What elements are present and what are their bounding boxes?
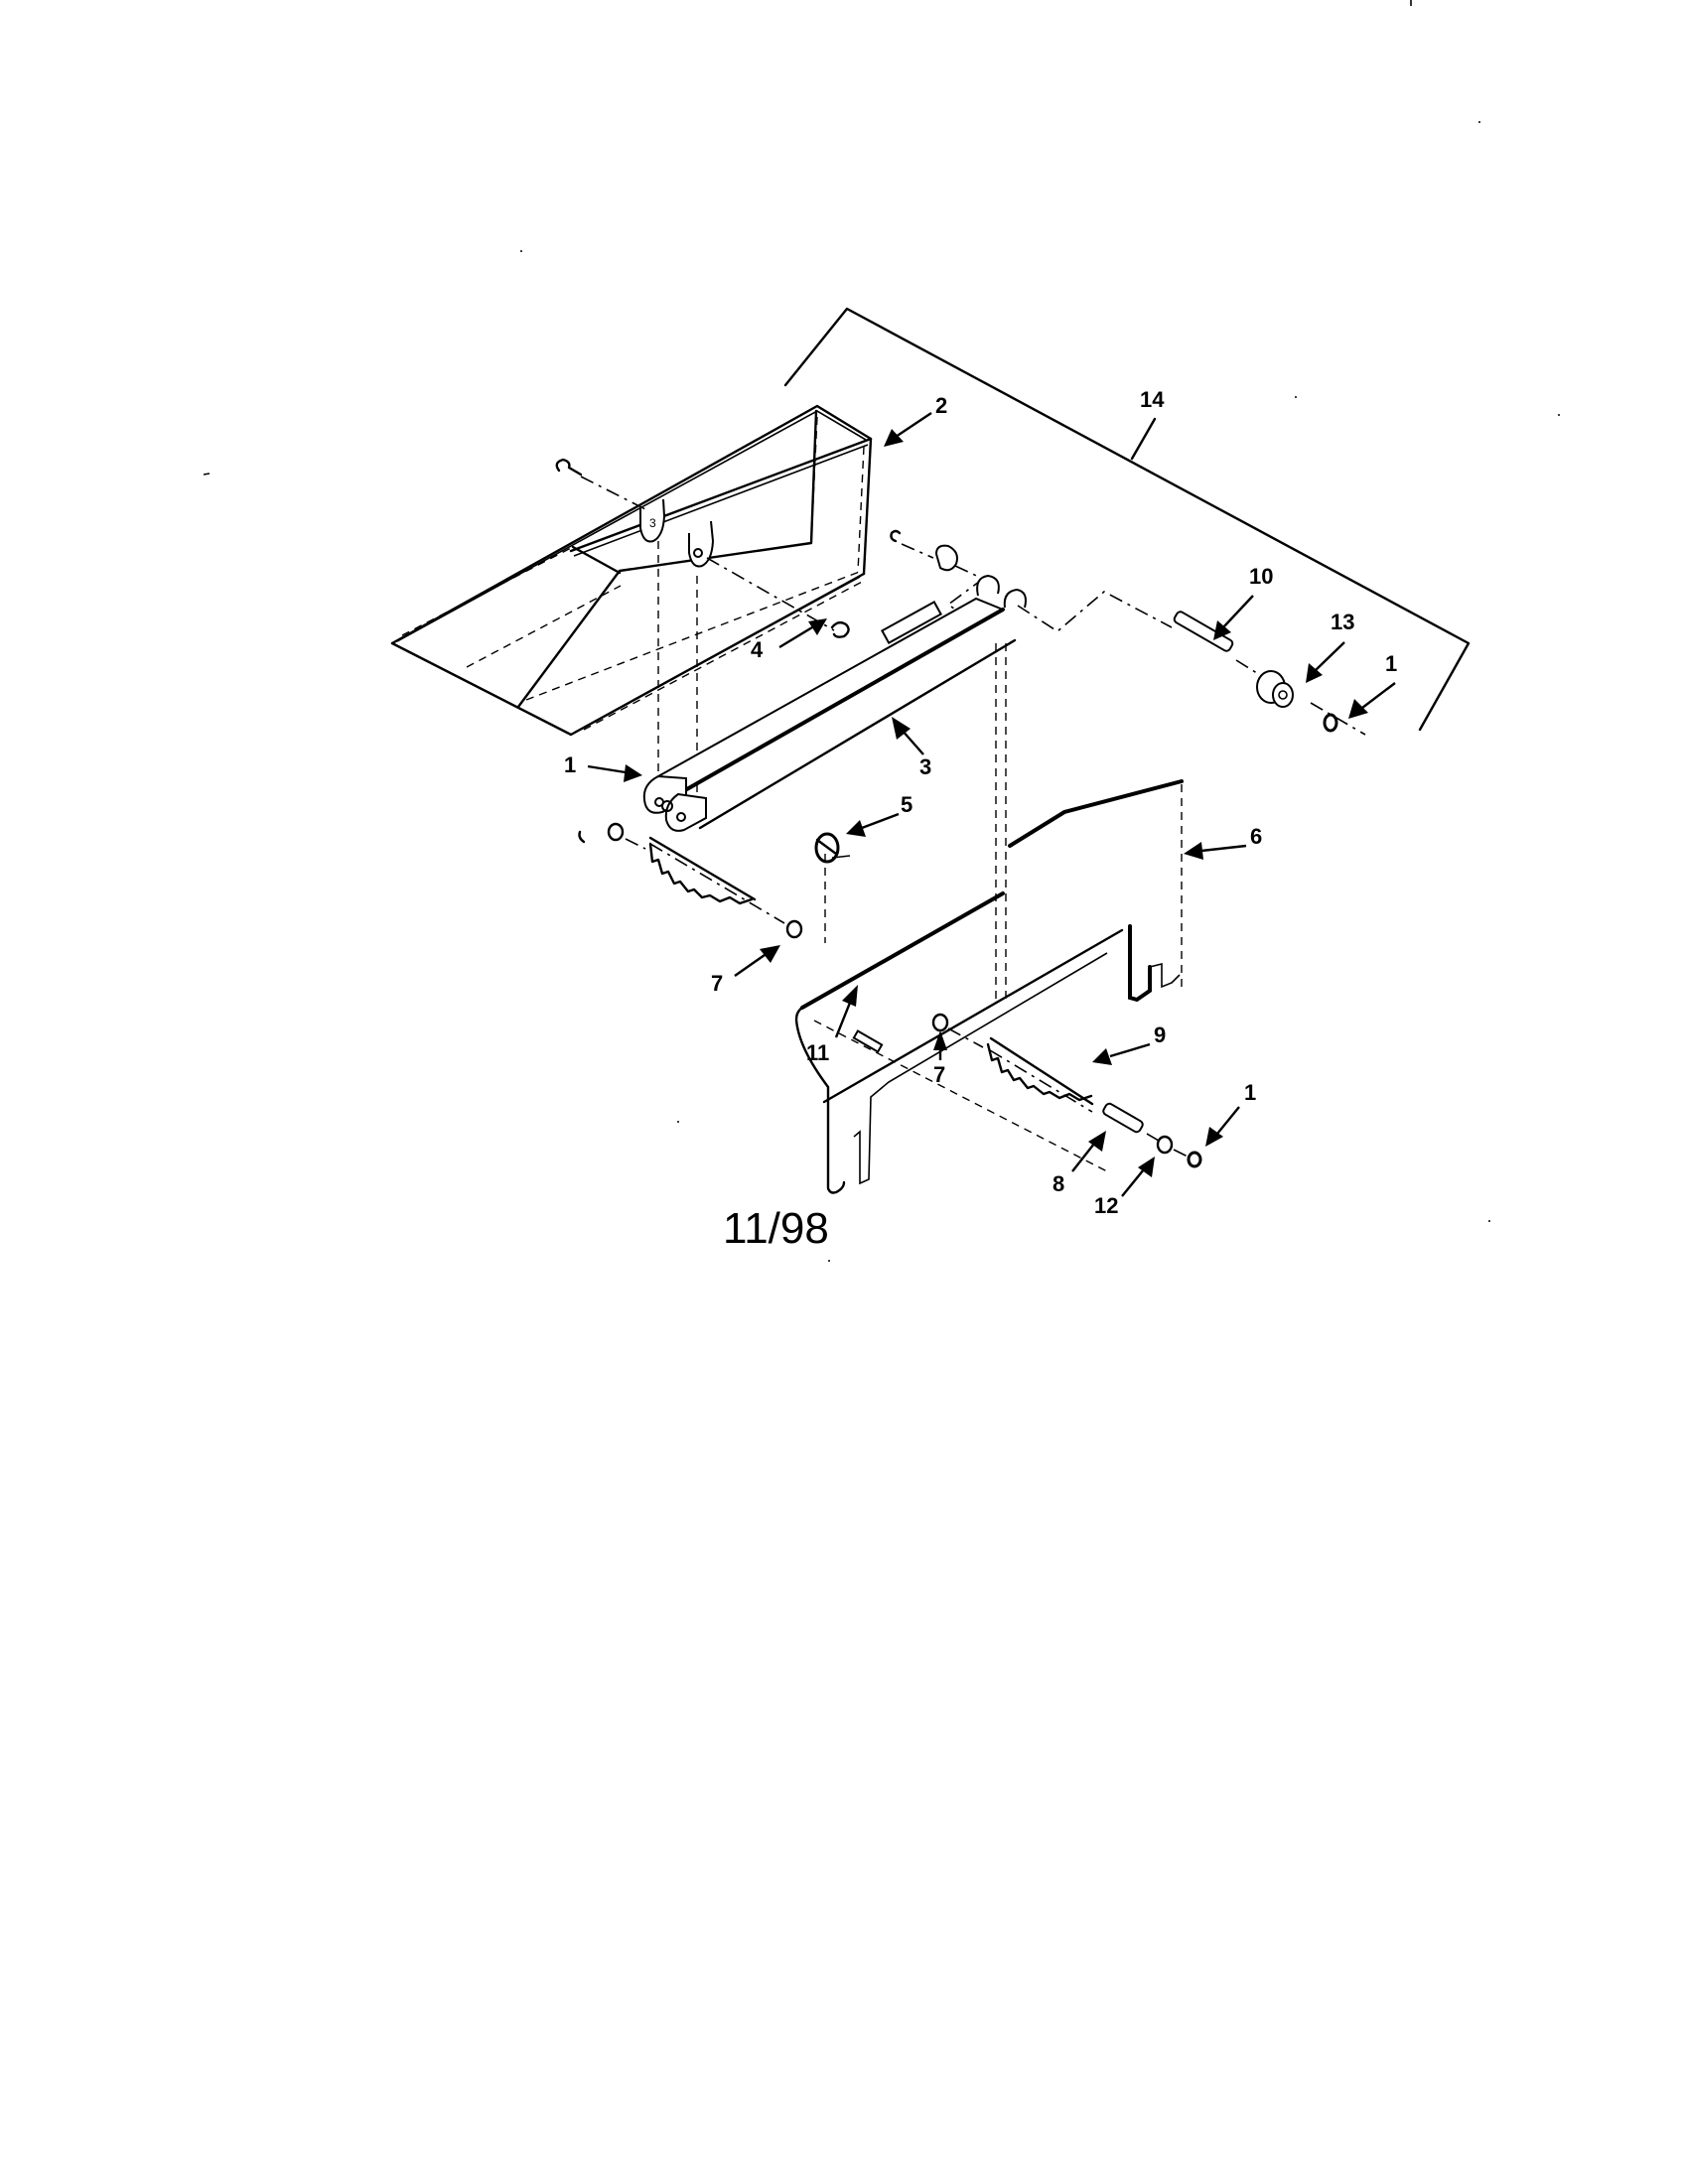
assembly-bracket-14 bbox=[783, 307, 1471, 732]
pin-part-8 bbox=[1102, 1102, 1165, 1145]
svg-text:3: 3 bbox=[649, 516, 656, 530]
ratchet-right-part-9 bbox=[931, 1013, 1094, 1113]
label-14: 14 bbox=[1140, 387, 1165, 412]
tray-part-2: 3 bbox=[390, 404, 873, 737]
retaining-ring-1-bottom bbox=[1187, 1151, 1202, 1168]
label-2: 2 bbox=[935, 393, 947, 418]
label-1-right: 1 bbox=[1385, 651, 1397, 676]
label-6: 6 bbox=[1250, 824, 1262, 849]
label-13: 13 bbox=[1331, 610, 1354, 634]
label-7-mid: 7 bbox=[933, 1062, 945, 1087]
date-code: 11/98 bbox=[723, 1204, 829, 1253]
alignment-lines bbox=[657, 541, 1007, 1005]
retaining-ring-1-right bbox=[1323, 713, 1338, 733]
label-3: 3 bbox=[919, 754, 931, 779]
washer-part-12 bbox=[1156, 1135, 1191, 1159]
label-4: 4 bbox=[751, 637, 764, 662]
shaft-assembly bbox=[1017, 591, 1366, 736]
label-1-left: 1 bbox=[564, 752, 576, 777]
label-12: 12 bbox=[1094, 1193, 1118, 1218]
label-8: 8 bbox=[1052, 1171, 1064, 1196]
screw-part-4-right bbox=[706, 557, 850, 638]
scan-marks bbox=[203, 0, 1560, 1262]
spring-part-5 bbox=[814, 832, 851, 864]
label-1-bottom: 1 bbox=[1244, 1080, 1256, 1105]
leader-arrows bbox=[587, 412, 1396, 1197]
label-11: 11 bbox=[806, 1040, 829, 1065]
label-5: 5 bbox=[901, 792, 912, 817]
support-bar-part-3 bbox=[642, 574, 1027, 832]
bracket-frame-part-6 bbox=[794, 779, 1184, 1194]
label-7-left: 7 bbox=[711, 971, 723, 996]
label-10: 10 bbox=[1249, 564, 1273, 589]
ratchet-left bbox=[578, 822, 803, 939]
screw-part-4-left bbox=[555, 458, 646, 510]
part-labels: 14 2 10 13 1 4 3 1 5 6 7 11 7 9 1 8 12 bbox=[564, 387, 1397, 1218]
spacer-part-13 bbox=[1256, 670, 1294, 708]
label-9: 9 bbox=[1154, 1023, 1166, 1047]
